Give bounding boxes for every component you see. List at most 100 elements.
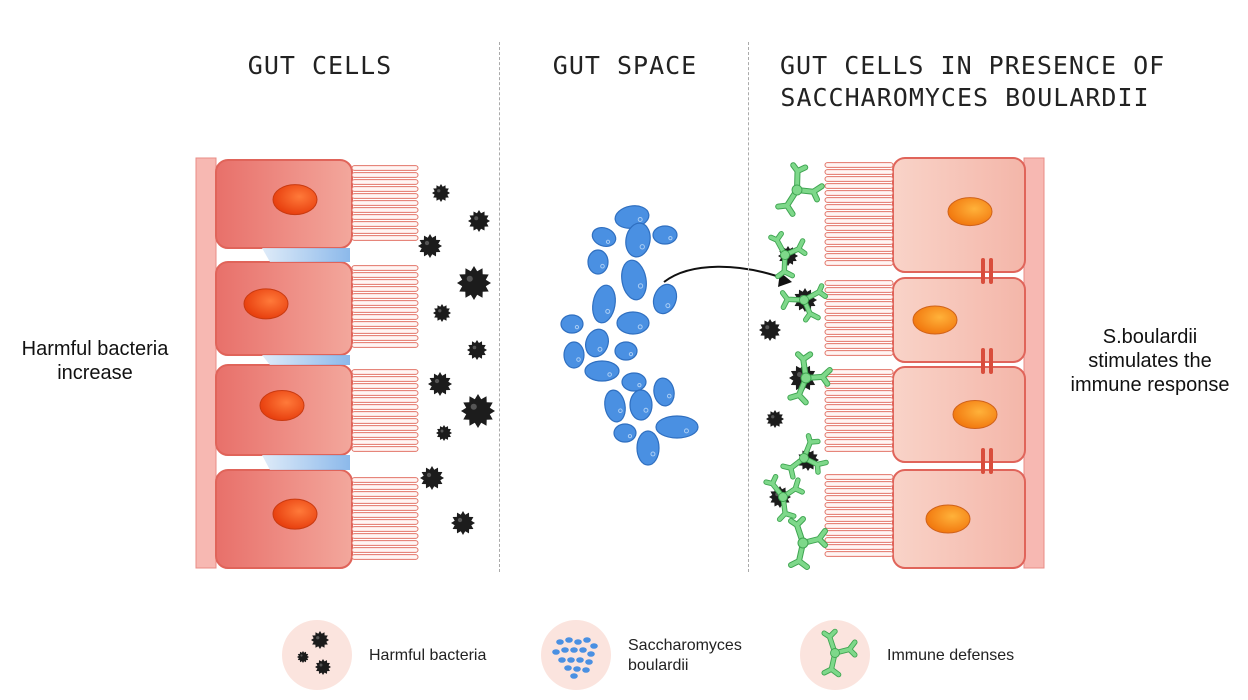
microvillus [824, 369, 894, 375]
microvillus [351, 300, 419, 306]
microvillus [824, 502, 894, 508]
left-side-label-line2: increase [57, 362, 133, 384]
microvillus [351, 369, 419, 375]
microvillus [351, 307, 419, 313]
yeast-cell [652, 225, 678, 245]
nucleus [243, 288, 289, 320]
microvillus [351, 411, 419, 417]
microvillus [824, 211, 894, 217]
yeast-cell [604, 389, 626, 423]
legend-yeast-cell [574, 639, 582, 645]
microvillus [351, 533, 419, 539]
yeast-cell [563, 341, 585, 369]
yeast-cell [652, 283, 678, 315]
immune-cell [780, 433, 829, 480]
tight-junction [989, 258, 993, 284]
microvillus [824, 294, 894, 300]
microvillus [351, 321, 419, 327]
microvillus [351, 498, 419, 504]
microvillus [351, 439, 419, 445]
junction-gap [262, 455, 350, 470]
legend [282, 620, 870, 690]
yeast-cell [560, 314, 584, 334]
harmful-bacterium [467, 340, 487, 360]
microvillus [824, 280, 894, 286]
yeast-cell [587, 249, 609, 275]
left-microvilli [351, 165, 419, 560]
yeast-cell [592, 284, 616, 324]
microvillus [351, 519, 419, 525]
yeast-cell [655, 415, 699, 439]
microvillus [824, 176, 894, 182]
microvillus [351, 477, 419, 483]
microvillus [351, 484, 419, 490]
immune-cell [779, 283, 828, 323]
yeast-cell [591, 226, 617, 248]
yeast-cell [584, 360, 620, 382]
harmful-bacterium [433, 304, 451, 322]
microvillus [351, 512, 419, 518]
legend-label-yeast-line2: boulardii [628, 657, 689, 674]
microvillus [824, 204, 894, 210]
legend-yeast-cell [570, 647, 578, 653]
saccharomyces-cluster [560, 205, 699, 466]
microvillus [351, 383, 419, 389]
yeast-cluster-icon [552, 637, 598, 679]
microvillus [824, 336, 894, 342]
yeast-cell [636, 430, 660, 466]
harmful-bacterium [451, 511, 475, 535]
nucleus [925, 504, 971, 534]
microvillus [351, 279, 419, 285]
microvillus [351, 207, 419, 213]
microvillus [824, 287, 894, 293]
legend-yeast-cell [567, 657, 575, 663]
microvillus [351, 491, 419, 497]
immune-cell [787, 351, 833, 406]
microvillus [824, 495, 894, 501]
microvillus [824, 376, 894, 382]
microvillus [351, 376, 419, 382]
immune-cell [821, 628, 858, 678]
legend-yeast-cell [561, 647, 569, 653]
microvillus [824, 197, 894, 203]
microvillus [824, 523, 894, 529]
microvillus [351, 404, 419, 410]
tight-junction [981, 448, 985, 474]
tight-junction [989, 448, 993, 474]
right-gut-cells [892, 157, 1026, 569]
microvillus [824, 411, 894, 417]
microvillus [351, 418, 419, 424]
microvillus [824, 425, 894, 431]
microvillus [351, 165, 419, 171]
yeast-cell [614, 341, 638, 361]
microvillus [824, 239, 894, 245]
legend-yeast-cell [585, 659, 593, 665]
microvillus [824, 343, 894, 349]
nucleus [272, 498, 318, 530]
microvillus [824, 329, 894, 335]
right-microvilli [824, 162, 894, 557]
immune-cell [775, 162, 825, 217]
yeast-cell [653, 377, 675, 407]
harmful-bacterium [461, 394, 495, 428]
right-side-label-line1: S.boulardii [1102, 326, 1198, 348]
microvillus [351, 425, 419, 431]
microvillus [351, 540, 419, 546]
microvillus [824, 509, 894, 515]
microvillus [351, 221, 419, 227]
microvillus [351, 200, 419, 206]
heading-right-line1: GUT CELLS IN PRESENCE OF [780, 51, 1166, 80]
harmful-bacterium [418, 234, 442, 258]
immune-cell-icon [821, 628, 858, 678]
harmful-bacterium [468, 210, 490, 232]
harmful-bacterium [436, 425, 452, 441]
legend-label-yeast-line1: Saccharomyces [628, 637, 742, 654]
microvillus [351, 314, 419, 320]
legend-label-bacteria: Harmful bacteria [369, 647, 487, 664]
microvillus [824, 253, 894, 259]
microvillus [824, 516, 894, 522]
legend-yeast-cell [579, 647, 587, 653]
legend-yeast-cell [576, 657, 584, 663]
harmful-bacterium [766, 410, 784, 428]
